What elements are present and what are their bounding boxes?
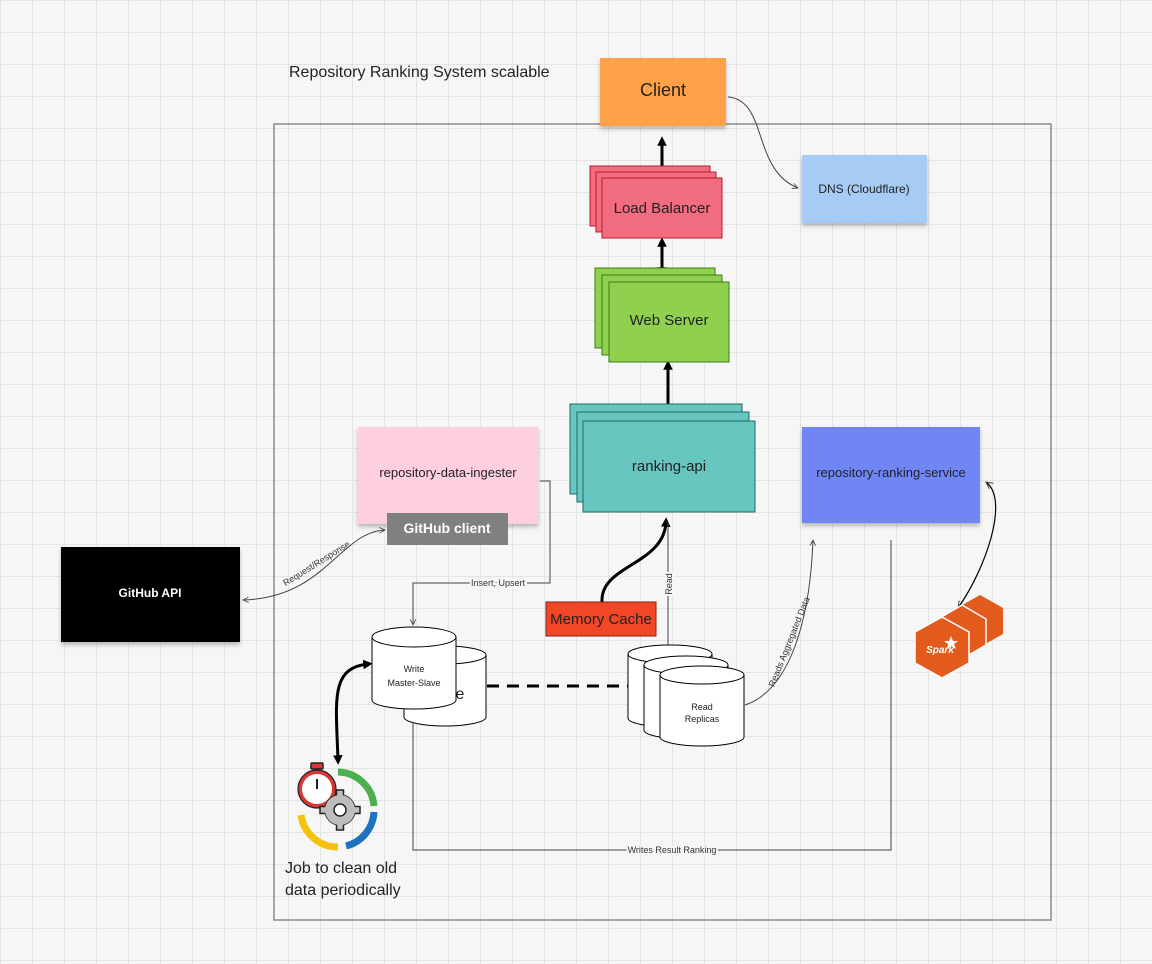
- label-writes-result: Writes Result Ranking: [628, 845, 717, 855]
- label-read: Read: [664, 573, 674, 595]
- read-replicas-label-line2: Replicas: [685, 714, 720, 724]
- ingester-label: repository-data-ingester: [379, 465, 517, 480]
- edge-spark-rankingservice: [958, 482, 997, 608]
- edge-cache-rankingapi: [600, 517, 671, 603]
- label-request-response: Request/Response: [281, 539, 351, 588]
- load-balancer-node[interactable]: Load Balancer: [589, 165, 723, 239]
- job-label-line2: data periodically: [285, 882, 401, 899]
- read-replicas-node[interactable]: Read Replicas: [627, 644, 745, 747]
- client-label: Client: [640, 80, 686, 100]
- edge-reads-aggregated: [744, 540, 813, 706]
- edge-request-response: [243, 530, 385, 600]
- spark-cluster-node[interactable]: Spark: [914, 595, 1003, 679]
- edge-client-dns: [727, 96, 798, 188]
- ranking-service-node[interactable]: repository-ranking-service: [802, 427, 980, 523]
- job-label-line1: Job to clean old: [285, 860, 397, 877]
- github-client-label: GitHub client: [403, 520, 490, 536]
- write-db-node[interactable]: e Write Master-Slave: [371, 626, 487, 727]
- write-db-label-line2: Master-Slave: [387, 678, 440, 688]
- write-db-back-glyph: e: [456, 686, 465, 703]
- edge-job-writedb: [333, 659, 373, 765]
- edge-writes-result: [413, 540, 892, 851]
- web-server-label: Web Server: [630, 312, 709, 329]
- diagram-title: Repository Ranking System scalable: [289, 64, 550, 81]
- ranking-service-label: repository-ranking-service: [816, 465, 966, 480]
- load-balancer-label: Load Balancer: [614, 200, 711, 217]
- read-replicas-label-line1: Read: [691, 702, 713, 712]
- write-db-label-line1: Write: [404, 664, 425, 674]
- web-server-node[interactable]: Web Server: [594, 267, 730, 363]
- stopwatch-gear-icon[interactable]: [297, 762, 378, 851]
- spark-logo-front: Spark: [914, 616, 970, 679]
- edge-insert-upsert: [413, 480, 551, 625]
- github-api-label: GitHub API: [119, 586, 182, 600]
- client-node[interactable]: Client: [600, 58, 726, 126]
- github-client-node[interactable]: GitHub client: [387, 513, 508, 545]
- ranking-api-node[interactable]: ranking-api: [569, 403, 756, 513]
- github-api-node[interactable]: GitHub API: [61, 547, 240, 642]
- dns-node[interactable]: DNS (Cloudflare): [802, 155, 927, 223]
- ranking-api-label: ranking-api: [632, 458, 706, 475]
- label-reads-aggregated: Reads Aggregated Data: [767, 595, 812, 688]
- spark-star-icon: [944, 636, 958, 649]
- dns-label: DNS (Cloudflare): [818, 182, 909, 196]
- spark-logo-text: Spark: [926, 645, 954, 656]
- memory-cache-label: Memory Cache: [550, 611, 652, 628]
- label-insert-upsert: Insert, Upsert: [471, 578, 526, 588]
- ingester-node[interactable]: repository-data-ingester: [358, 427, 538, 524]
- memory-cache-node[interactable]: Memory Cache: [545, 601, 657, 637]
